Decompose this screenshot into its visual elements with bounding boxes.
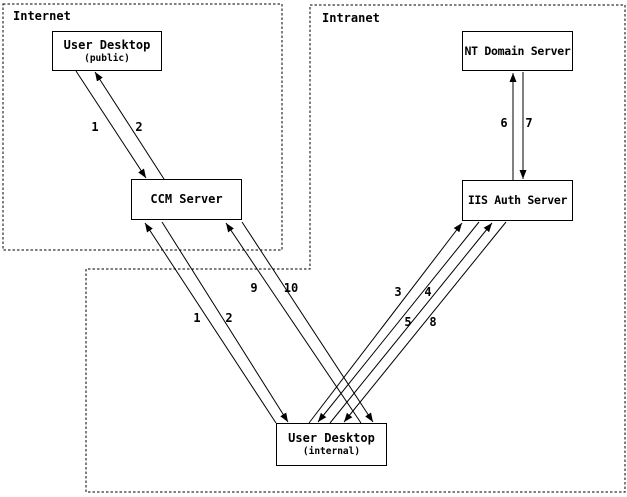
node-ccm-server: CCM Server <box>131 179 242 220</box>
arrow-2-ccm-to-internal-desktop <box>161 221 289 423</box>
internet-region-border <box>2 3 283 251</box>
edge-label-5: 5 <box>404 315 412 329</box>
edge-label-1-public: 1 <box>91 120 99 134</box>
arrow-1-public-desktop-to-ccm <box>75 70 147 179</box>
arrow-9-internal-desktop-to-ccm <box>225 222 362 424</box>
edge-label-9: 9 <box>250 281 258 295</box>
edge-label-3: 3 <box>394 285 402 299</box>
edge-label-2-public: 2 <box>135 120 143 134</box>
node-title: User Desktop <box>63 37 151 52</box>
edge-label-6: 6 <box>500 116 508 130</box>
arrow-4-iis-to-internal-desktop <box>317 221 480 423</box>
node-user-desktop-public: User Desktop (public) <box>52 31 162 71</box>
node-title: NT Domain Server <box>464 43 571 58</box>
arrow-5-internal-desktop-to-iis <box>329 222 493 424</box>
node-iis-auth-server: IIS Auth Server <box>462 180 573 221</box>
edge-label-1-internal: 1 <box>193 311 201 325</box>
arrow-8-iis-to-internal-desktop <box>343 221 507 423</box>
node-title: User Desktop <box>288 431 375 446</box>
arrow-3-internal-desktop-to-iis <box>308 222 463 424</box>
edge-label-8: 8 <box>429 315 437 329</box>
region-label-internet: Internet <box>13 9 71 23</box>
node-title: IIS Auth Server <box>467 193 568 208</box>
node-subtitle: (internal) <box>302 446 361 458</box>
node-user-desktop-internal: User Desktop (internal) <box>276 423 387 466</box>
edge-label-2-internal: 2 <box>225 311 233 325</box>
node-subtitle: (public) <box>84 52 130 64</box>
arrow-2-ccm-to-public-desktop <box>94 71 165 180</box>
edge-label-4: 4 <box>424 285 432 299</box>
edge-label-10: 10 <box>283 281 299 295</box>
arrow-1-internal-desktop-to-ccm <box>144 222 277 424</box>
intranet-region-border <box>85 4 626 493</box>
node-title: CCM Server <box>150 192 223 206</box>
node-nt-domain-server: NT Domain Server <box>462 31 573 71</box>
arrow-10-ccm-to-internal-desktop <box>241 221 374 423</box>
edge-label-7: 7 <box>525 116 533 130</box>
region-label-intranet: Intranet <box>322 11 380 25</box>
